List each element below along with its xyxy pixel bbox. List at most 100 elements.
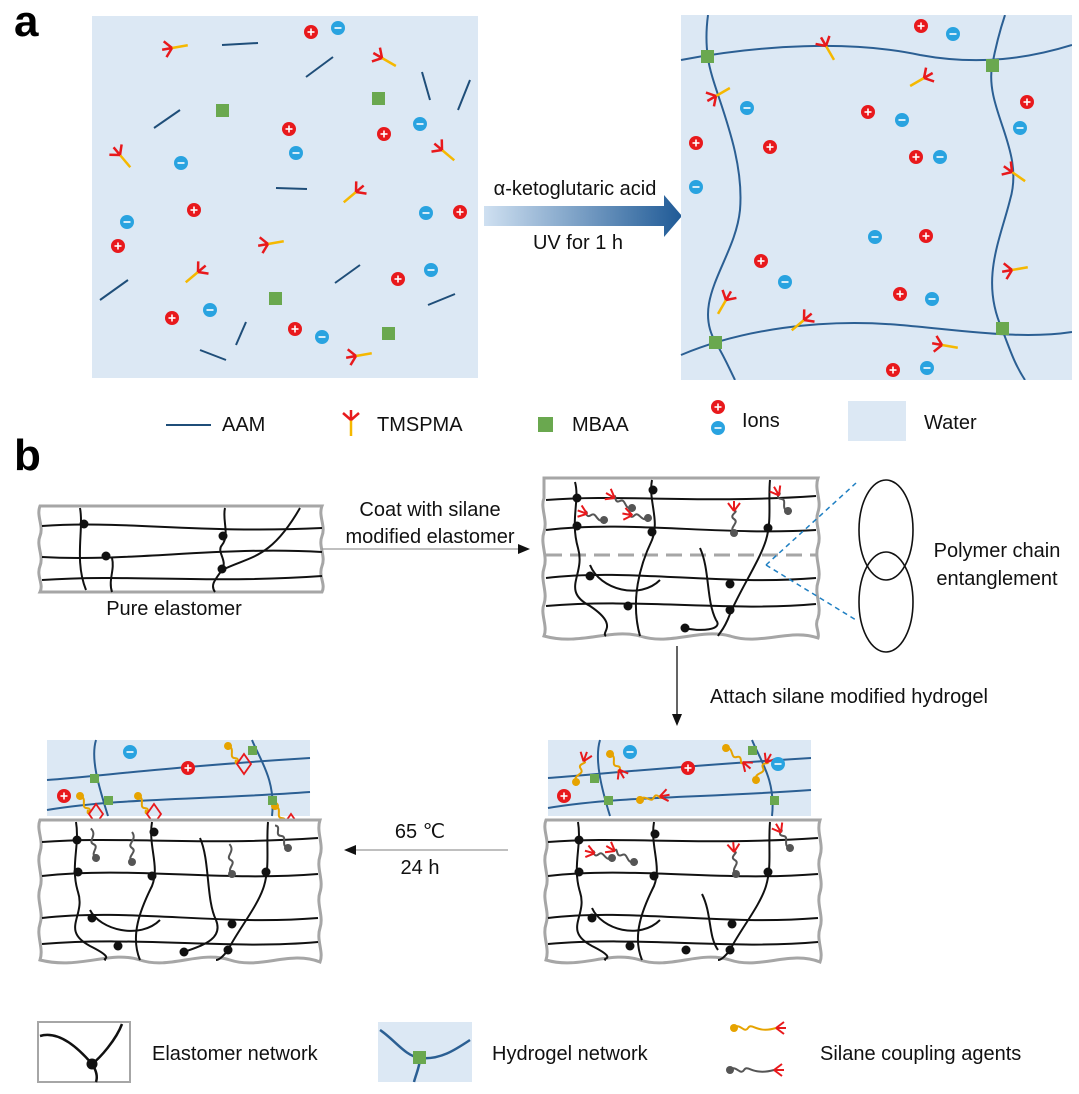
cation-icon xyxy=(557,789,571,803)
tmspma-icon xyxy=(1001,262,1028,280)
anion-icon xyxy=(331,21,345,35)
mbaa-icon xyxy=(269,292,282,305)
anion-icon xyxy=(123,745,137,759)
silane-agent-icon xyxy=(572,751,593,786)
mbaa-legend-icon xyxy=(538,417,553,432)
silane-agent-icon xyxy=(604,488,636,512)
silane-agent-icon xyxy=(622,507,652,522)
aam-icon xyxy=(421,71,431,101)
mbaa-icon xyxy=(90,774,99,783)
tmspma-icon xyxy=(716,289,737,315)
panel-a-letter: a xyxy=(14,0,39,46)
entanglement-label-line1: Polymer chain xyxy=(934,540,1061,562)
anion-icon xyxy=(895,113,909,127)
heating-temperature-label: 65 ℃ xyxy=(395,821,445,843)
silane-agent-icon xyxy=(726,842,741,878)
silane-agent-icon xyxy=(730,1021,786,1035)
legend-a: AAM TMSPMA MBAA Ions Water xyxy=(166,400,977,441)
tmspma-molecules xyxy=(109,40,456,366)
silane-agent-icon xyxy=(636,788,670,804)
heating-arrow xyxy=(344,845,508,855)
tmspma-icon xyxy=(705,86,731,107)
cation-icon xyxy=(453,205,467,219)
tmspma-icon xyxy=(1001,161,1026,183)
pure-elastomer-label: Pure elastomer xyxy=(106,598,242,620)
aam-icon xyxy=(334,264,361,284)
anion-icon xyxy=(946,27,960,41)
silane-agent-icon xyxy=(726,1063,784,1077)
cation-icon xyxy=(886,363,900,377)
cation-icon xyxy=(914,19,928,33)
ions-legend-icon xyxy=(711,400,725,435)
entanglement-label-line2: entanglement xyxy=(936,568,1058,590)
aam-icon xyxy=(275,187,308,190)
heating-time-label: 24 h xyxy=(401,857,440,879)
aam-icon xyxy=(305,56,334,78)
anion-icon xyxy=(868,230,882,244)
silane-agent-icon xyxy=(577,504,608,524)
silane-agent-icon xyxy=(771,822,794,852)
cation-icon xyxy=(57,789,71,803)
cation-icon xyxy=(288,322,302,336)
silane-coupling-agents-icon xyxy=(726,1021,786,1077)
tmspma-icon xyxy=(257,236,284,254)
aam-icon xyxy=(221,42,259,46)
tmspma-icon xyxy=(431,139,456,162)
anion-icon xyxy=(203,303,217,317)
anion-icon xyxy=(920,361,934,375)
mbaa-icon xyxy=(770,796,779,805)
cation-icon xyxy=(861,105,875,119)
elastomer-network-label: Elastomer network xyxy=(152,1043,319,1065)
aam-icon xyxy=(199,349,227,361)
coated-elastomer-block xyxy=(541,476,821,641)
cation-icon xyxy=(282,122,296,136)
cation-icon xyxy=(689,136,703,150)
silane-agent-icon xyxy=(90,827,100,862)
grafted-silane-agents xyxy=(577,485,792,537)
silane-agent-icon xyxy=(224,742,239,765)
cation-icon xyxy=(763,140,777,154)
legend-b: Elastomer network Hydrogel network Silan… xyxy=(37,1021,1021,1083)
tmspma-icon xyxy=(815,35,836,61)
aam-icon xyxy=(99,279,129,301)
tmspma-icon xyxy=(109,144,132,169)
tmspma-icon xyxy=(345,348,372,366)
cation-icon xyxy=(711,400,725,414)
attach-label: Attach silane modified hydrogel xyxy=(710,686,988,708)
uv-time-label: UV for 1 h xyxy=(533,232,623,254)
mbaa-icon xyxy=(248,746,257,755)
tmspma-icon xyxy=(161,40,188,58)
elastomer-network-icon xyxy=(37,1021,131,1083)
cation-icon xyxy=(909,150,923,164)
monomer-solution-box xyxy=(92,16,478,378)
cation-icon xyxy=(391,272,405,286)
anion-icon xyxy=(925,292,939,306)
anion-icon xyxy=(778,275,792,289)
silane-agent-icon xyxy=(727,501,741,537)
silane-coupling-agents-label: Silane coupling agents xyxy=(820,1043,1021,1065)
anion-icon xyxy=(120,215,134,229)
tmspma-legend-label: TMSPMA xyxy=(377,414,463,436)
bonded-hydrogel-elastomer xyxy=(37,739,323,965)
mbaa-icon xyxy=(748,746,757,755)
cation-icon xyxy=(681,761,695,775)
anion-icon xyxy=(711,421,725,435)
anion-icon xyxy=(1013,121,1027,135)
pure-elastomer-block xyxy=(37,504,325,594)
ions-legend-label: Ions xyxy=(742,410,780,432)
aam-legend-label: AAM xyxy=(222,414,265,436)
mbaa-icon xyxy=(590,774,599,783)
coat-label-line1: Coat with silane xyxy=(359,499,500,521)
anion-icon xyxy=(424,263,438,277)
anion-icon xyxy=(289,146,303,160)
tmspma-icon xyxy=(184,261,209,284)
mbaa-crosslinks xyxy=(701,50,1009,349)
hydrogel-network-label: Hydrogel network xyxy=(492,1043,649,1065)
silane-agent-icon xyxy=(604,841,638,866)
tmspma-icon xyxy=(342,181,367,204)
anion-icon xyxy=(689,180,703,194)
anion-icon xyxy=(413,117,427,131)
mbaa-icon xyxy=(268,796,277,805)
ions xyxy=(689,19,1034,377)
ions xyxy=(111,21,467,344)
